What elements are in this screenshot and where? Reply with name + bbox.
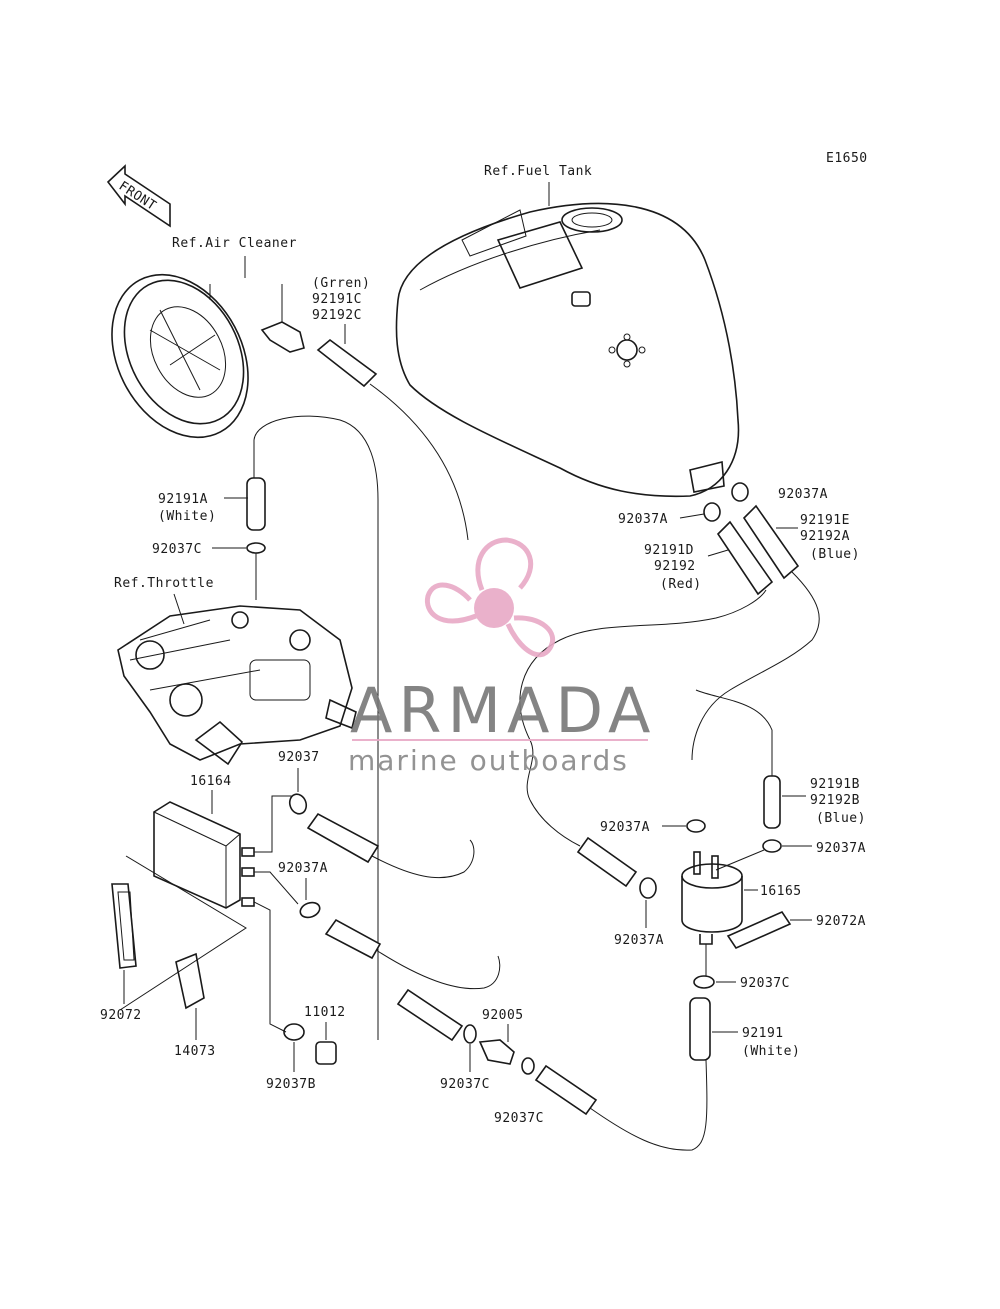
- bracket-92072: [111, 883, 137, 969]
- label-16164: 16164: [190, 774, 232, 789]
- label-92192: 92192: [654, 559, 696, 574]
- ref-throttle-label: Ref.Throttle: [114, 576, 214, 591]
- clamp-92037: [288, 793, 308, 815]
- clamp-92037A-fp-left: [686, 819, 706, 833]
- hose-92191B: [763, 775, 781, 829]
- label-red: (Red): [660, 577, 702, 592]
- label-92037C-b: 92037C: [494, 1111, 544, 1126]
- bracket-92072A: [726, 910, 792, 950]
- label-92191B: 92191B: [810, 777, 860, 792]
- label-92037A-tank-left: 92037A: [618, 512, 668, 527]
- label-16165: 16165: [760, 884, 802, 899]
- hose-92191D: [716, 520, 774, 596]
- label-92037: 92037: [278, 750, 320, 765]
- watermark-brand: ARMADA: [350, 674, 656, 747]
- label-92191: 92191: [742, 1026, 784, 1041]
- air-cleaner: [111, 273, 305, 439]
- label-92192B: 92192B: [810, 793, 860, 808]
- label-blue-a: (Blue): [810, 547, 860, 562]
- label-92037C-a: 92037C: [440, 1077, 490, 1092]
- label-92037A-fp-bottom: 92037A: [614, 933, 664, 948]
- hose-bottom-short: [396, 988, 464, 1042]
- diagram-code: E1650: [826, 151, 868, 166]
- front-label: FRONT: [116, 179, 159, 214]
- label-92037C-fp: 92037C: [740, 976, 790, 991]
- label-92037C-top: 92037C: [152, 542, 202, 557]
- clamp-92037B: [283, 1023, 305, 1041]
- hose-92191: [689, 997, 711, 1061]
- clamp-92037C-a: [463, 1024, 477, 1044]
- hose-92191E: [742, 504, 800, 580]
- watermark-tagline: marine outboards: [348, 744, 629, 777]
- label-92191A: 92191A: [158, 492, 208, 507]
- label-92191D: 92191D: [644, 543, 694, 558]
- clamp-92037C-b: [521, 1057, 535, 1075]
- label-14073: 14073: [174, 1044, 216, 1059]
- part-14073: [175, 952, 205, 1010]
- label-11012: 11012: [304, 1005, 346, 1020]
- label-92005: 92005: [482, 1008, 524, 1023]
- label-92072: 92072: [100, 1008, 142, 1023]
- clamp-92037C-fp: [693, 975, 715, 989]
- canister-16164: [153, 801, 255, 909]
- label-92192A: 92192A: [800, 529, 850, 544]
- label-92192C: 92192C: [312, 308, 362, 323]
- label-92037A-fp-left: 92037A: [600, 820, 650, 835]
- clamp-92037A-tank-left: [703, 502, 721, 522]
- label-white-a: (White): [158, 509, 216, 524]
- ref-air-cleaner-label: Ref.Air Cleaner: [172, 236, 297, 251]
- watermark: ARMADA marine outboards: [348, 537, 656, 777]
- label-92191E: 92191E: [800, 513, 850, 528]
- label-92037A-tank-right: 92037A: [778, 487, 828, 502]
- cap-11012: [315, 1041, 337, 1065]
- hose-upper-middle: [306, 812, 380, 864]
- clamp-92037A-fp-bottom: [639, 877, 657, 899]
- throttle-body: [117, 605, 357, 766]
- label-92191C: 92191C: [312, 292, 362, 307]
- clamp-92037C-top: [246, 542, 266, 554]
- clamp-92037A-fp-right: [762, 839, 782, 853]
- hose-92191C: [316, 338, 378, 388]
- clamp-92037A-tank-right: [731, 482, 749, 502]
- fuel-tank: [395, 202, 740, 498]
- label-92037A-fp-right: 92037A: [816, 841, 866, 856]
- propeller-logo-icon: [424, 537, 555, 658]
- label-92037B: 92037B: [266, 1077, 316, 1092]
- label-92072A: 92072A: [816, 914, 866, 929]
- clamp-92037A-mid: [299, 901, 321, 919]
- hose-fp-left: [576, 836, 638, 888]
- fuel-pump-16165: [681, 851, 743, 945]
- hose-lower-middle: [324, 918, 382, 960]
- front-arrow-icon: FRONT: [106, 164, 171, 228]
- label-blue-b: (Blue): [816, 811, 866, 826]
- label-92037A-mid: 92037A: [278, 861, 328, 876]
- hose-bottom-right: [534, 1064, 598, 1116]
- ref-fuel-tank-label: Ref.Fuel Tank: [484, 164, 592, 179]
- hose-92191A: [246, 477, 266, 531]
- label-white-b: (White): [742, 1044, 800, 1059]
- fitting-92005: [478, 1039, 515, 1065]
- label-green: (Grren): [312, 276, 370, 291]
